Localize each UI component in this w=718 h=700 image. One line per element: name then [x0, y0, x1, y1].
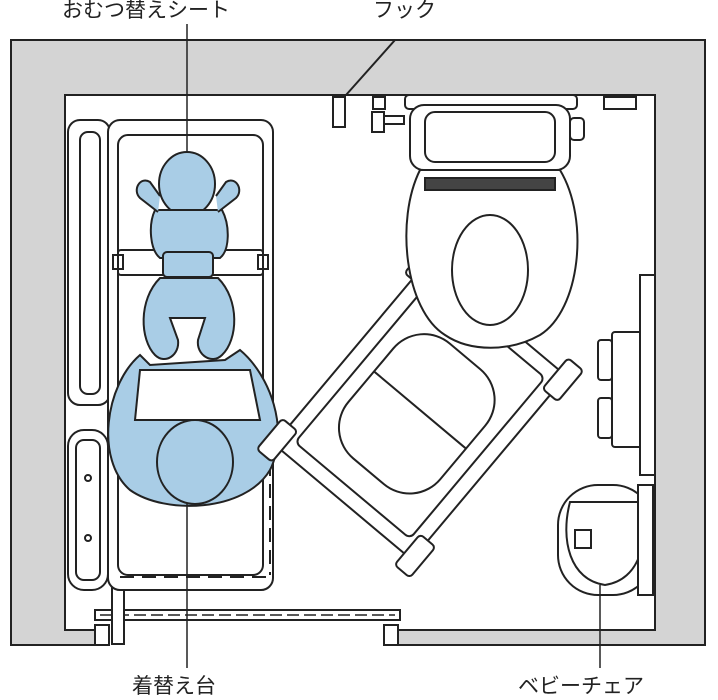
label-baby-chair: ベビーチェア	[518, 674, 644, 698]
handrail	[67, 429, 109, 591]
door-stop-right	[383, 624, 399, 646]
baby-chair	[557, 484, 654, 596]
sliding-door	[94, 587, 401, 646]
label-diaper-sheet: おむつ替えシート	[62, 0, 230, 22]
door-handle	[111, 587, 125, 645]
label-hook: フック	[373, 0, 436, 22]
baby-figure	[135, 151, 241, 360]
label-changing-table: 着替え台	[132, 674, 216, 698]
water-valve	[371, 96, 405, 133]
toilet	[404, 94, 637, 349]
hook	[332, 39, 396, 128]
leader-lines	[186, 24, 601, 668]
caregiver-figure	[107, 348, 279, 507]
wall-controls	[597, 274, 656, 476]
door-stop-left	[94, 624, 110, 646]
